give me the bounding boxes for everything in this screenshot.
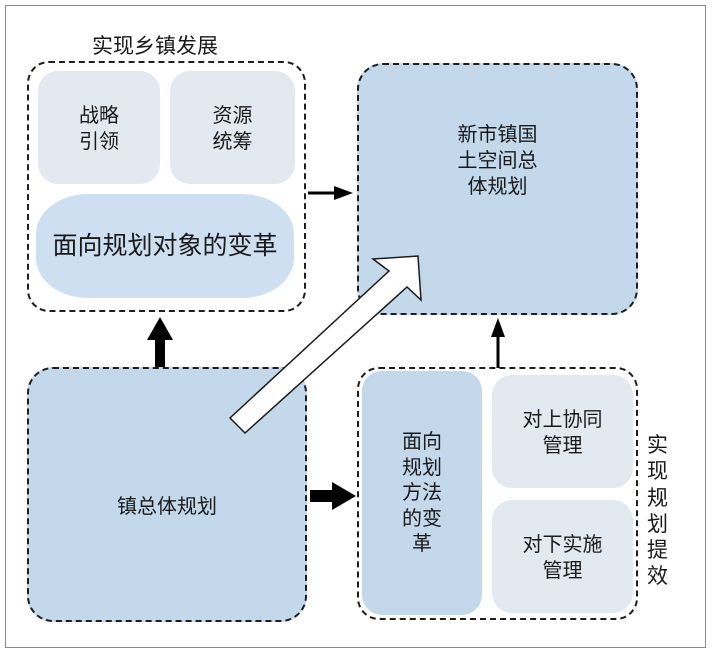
vertical-title-char-6: 效 <box>647 564 668 589</box>
upper-coord-line-2: 管理 <box>542 432 583 457</box>
arrow-up-left <box>147 317 173 367</box>
new-plan-line-2: 土空间总 <box>457 148 538 172</box>
object-change-label: 面向规划对象的变革 <box>52 230 278 260</box>
group-top-left <box>27 61 306 312</box>
method-line-1: 面向 <box>402 429 442 454</box>
vertical-title-char-1: 实 <box>647 433 668 457</box>
arrow-right-top <box>308 186 353 200</box>
lower-impl-line-2: 管理 <box>542 557 583 582</box>
method-change-box: 面向 规划 方法 的变 革 <box>362 371 482 615</box>
outer-frame <box>5 5 706 648</box>
arrow-diagonal-hollow <box>228 255 422 435</box>
lower-impl-line-1: 对下实施 <box>522 531 603 556</box>
method-line-4: 的变 <box>402 505 442 530</box>
method-line-3: 方法 <box>402 480 442 505</box>
resource-line-1: 资源 <box>212 102 253 127</box>
method-line-5: 革 <box>412 531 432 556</box>
vertical-title-char-3: 规 <box>647 485 668 510</box>
resource-line-2: 统筹 <box>212 128 253 153</box>
strategy-line-1: 战略 <box>79 102 119 127</box>
strategy-line-2: 引领 <box>79 128 119 153</box>
upper-coord-box: 对上协同 管理 <box>492 375 633 488</box>
new-plan-line-3: 体规划 <box>467 174 528 198</box>
group-title-bottom-right: 实 现 规 划 提 效 <box>647 432 668 590</box>
town-plan-label: 镇总体规划 <box>117 493 217 518</box>
vertical-title-char-4: 划 <box>647 511 668 536</box>
arrow-up-right <box>491 318 505 368</box>
lower-impl-box: 对下实施 管理 <box>492 500 633 613</box>
group-title-top-left: 实现乡镇发展 <box>92 34 218 58</box>
strategy-box: 战略 引领 <box>38 71 160 184</box>
new-plan-line-1: 新市镇国 <box>457 122 538 146</box>
method-line-2: 规划 <box>402 454 442 479</box>
vertical-title-char-5: 提 <box>647 538 668 562</box>
upper-coord-line-1: 对上协同 <box>522 406 603 431</box>
object-change-box: 面向规划对象的变革 <box>36 194 294 298</box>
arrow-right-bottom <box>310 482 356 510</box>
vertical-title-char-2: 现 <box>647 459 668 484</box>
resource-box: 资源 统筹 <box>170 71 295 184</box>
